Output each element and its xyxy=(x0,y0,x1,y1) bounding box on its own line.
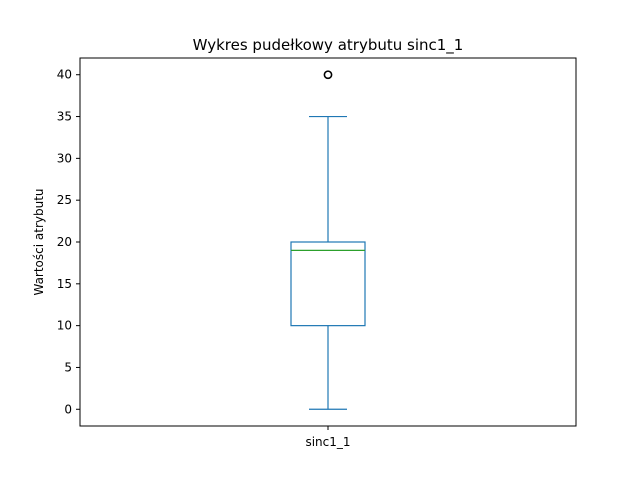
chart-title: Wykres pudełkowy atrybutu sinc1_1 xyxy=(193,36,464,55)
y-tick-label: 15 xyxy=(57,277,72,291)
y-tick-label: 10 xyxy=(57,319,72,333)
box-iqr xyxy=(290,241,366,327)
y-tick-label: 40 xyxy=(57,68,72,82)
y-tick-label: 30 xyxy=(57,151,72,165)
y-axis-label: Wartości atrybutu xyxy=(32,188,46,295)
y-tick-label: 20 xyxy=(57,235,72,249)
y-tick-label: 35 xyxy=(57,110,72,124)
x-tick-label: sinc1_1 xyxy=(305,435,350,449)
y-tick-label: 5 xyxy=(64,360,72,374)
y-tick-label: 0 xyxy=(64,402,72,416)
outlier-point xyxy=(323,70,333,80)
y-tick-label: 25 xyxy=(57,193,72,207)
plot-area: 0 5 10 15 20 25 30 35 40 sinc1_1 xyxy=(57,57,577,449)
